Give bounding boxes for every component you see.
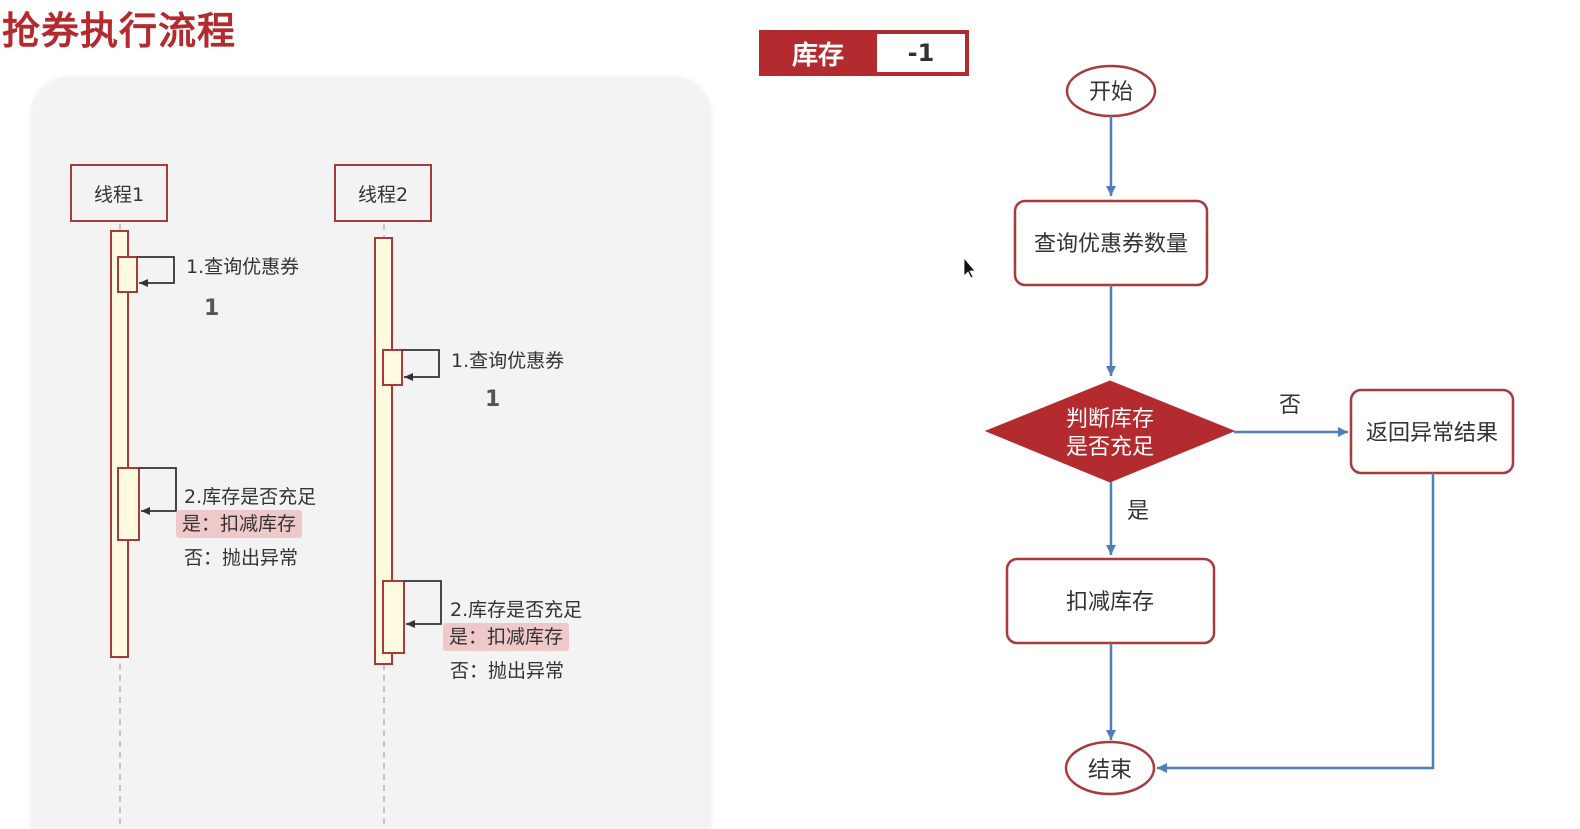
thread2-activation-bar <box>374 237 393 665</box>
thread2-step2-label: 2.库存是否充足 <box>450 599 583 621</box>
flow-decision-label-line1: 判断库存 <box>1066 407 1154 432</box>
thread2-step1-label: 1.查询优惠券 <box>451 350 565 372</box>
flow-yes-label: 是 <box>1127 499 1149 524</box>
flow-start-label: 开始 <box>1089 80 1133 105</box>
thread2-step2-yes-highlight: 是：扣减库存 <box>443 623 570 651</box>
flow-query-label: 查询优惠券数量 <box>1034 232 1188 257</box>
thread1-header: 线程1 <box>70 164 168 222</box>
flow-end-node <box>1064 740 1156 796</box>
thread2-step2-activation <box>382 580 405 654</box>
thread2-step2-self-arrow <box>404 580 442 628</box>
flow-error-label: 返回异常结果 <box>1366 421 1498 446</box>
flow-decision-label-line2: 是否充足 <box>1066 435 1154 460</box>
flow-deduct-label: 扣减库存 <box>1066 590 1154 615</box>
page-title: 抢券执行流程 <box>2 9 237 53</box>
thread1-step2-label: 2.库存是否充足 <box>184 486 317 508</box>
thread1-step2-activation <box>117 467 140 541</box>
flow-arrow-error-to-end <box>1157 473 1435 773</box>
thread2-step1-self-arrow <box>402 349 440 381</box>
thread2-step2-no: 否：抛出异常 <box>450 660 565 682</box>
thread1-step1-activation <box>117 256 138 293</box>
stock-badge: 库存 -1 <box>759 30 969 76</box>
thread1-step1-label: 1.查询优惠券 <box>186 256 300 278</box>
stock-value: -1 <box>877 34 965 72</box>
thread1-step1-self-arrow <box>137 256 175 287</box>
thread1-activation-bar <box>110 230 129 658</box>
thread2-header: 线程2 <box>334 164 432 222</box>
flow-end-label: 结束 <box>1088 758 1132 783</box>
thread1-step1-result: 1 <box>204 296 220 321</box>
thread2-step1-result: 1 <box>485 387 501 412</box>
thread1-step2-no: 否：抛出异常 <box>184 547 299 569</box>
flow-no-label: 否 <box>1279 393 1301 418</box>
thread1-step2-self-arrow <box>139 467 177 515</box>
mouse-pointer-icon <box>963 256 976 279</box>
thread2-step1-activation <box>382 349 403 386</box>
thread1-step2-yes-highlight: 是：扣减库存 <box>176 510 303 538</box>
stock-label: 库存 <box>791 40 844 71</box>
